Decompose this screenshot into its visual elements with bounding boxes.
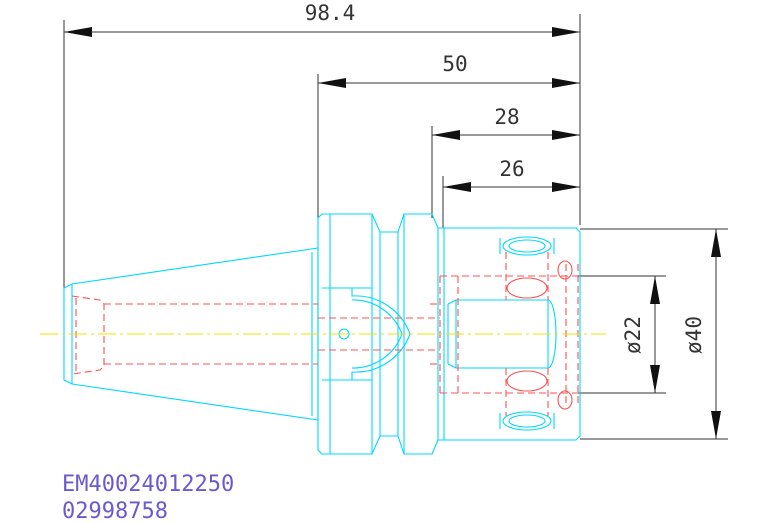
part-code-secondary: 02998758 bbox=[62, 499, 168, 523]
dimension-length-26: 26 bbox=[442, 157, 580, 228]
dimension-label-diameter-22: ø22 bbox=[621, 316, 645, 354]
dimension-length-28: 28 bbox=[431, 105, 580, 218]
dimension-label-overall-length: 98.4 bbox=[305, 1, 356, 25]
dimension-diameter-40: ø40 bbox=[580, 228, 728, 440]
dimension-label-28: 28 bbox=[494, 105, 519, 129]
dimension-label-50: 50 bbox=[442, 52, 467, 76]
dimension-diameter-22: ø22 bbox=[578, 275, 666, 394]
tool-holder-outline bbox=[63, 213, 581, 455]
dimension-label-diameter-40: ø40 bbox=[682, 316, 706, 354]
dimension-overall-length: 98.4 bbox=[63, 1, 581, 288]
dimension-length-50: 50 bbox=[317, 52, 580, 255]
dimension-label-26: 26 bbox=[499, 157, 524, 181]
part-code-primary: EM40024012250 bbox=[62, 472, 234, 497]
